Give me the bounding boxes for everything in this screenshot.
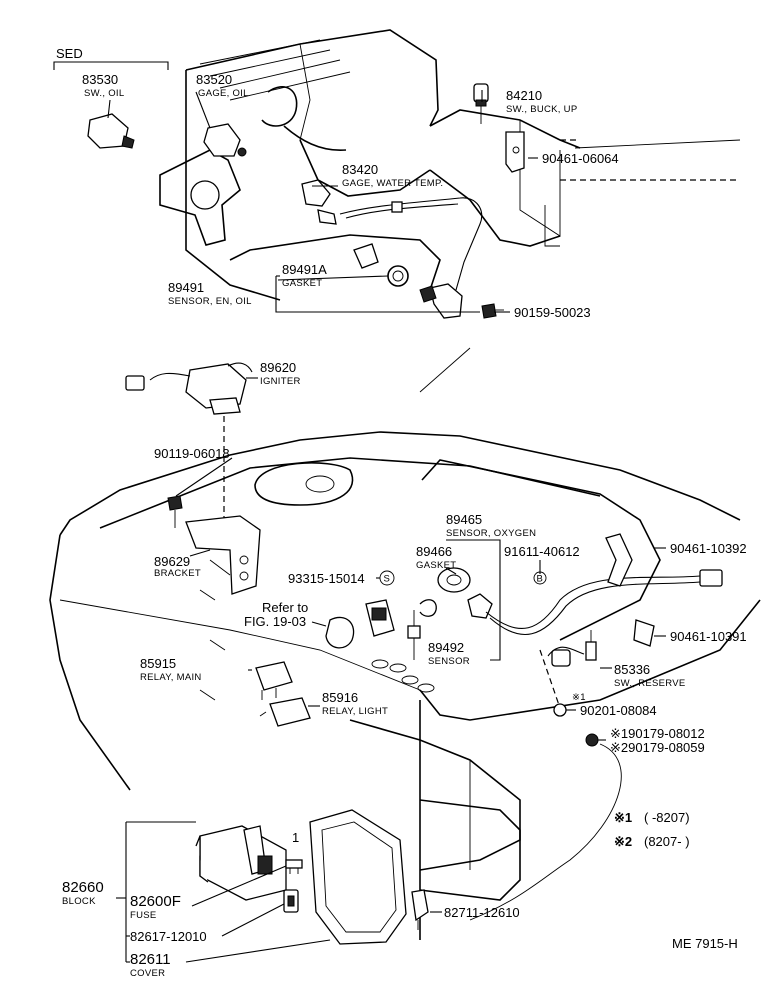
label-89629-number: 89629 [154, 554, 190, 569]
label-82600F-desc: FUSE [130, 910, 157, 921]
label-82617-12010: 82617-12010 [130, 929, 207, 944]
label-83420-number: 83420 [342, 162, 378, 177]
marker-s: S [384, 574, 391, 585]
note1-mark: ※1 [614, 810, 632, 825]
oil-sensor-harness [339, 197, 483, 291]
sed-label: SED [56, 46, 83, 61]
label-89466-number: 89466 [416, 544, 452, 559]
clamp-icon [505, 131, 525, 173]
label-90159-50023: 90159-50023 [514, 305, 591, 320]
engine-illustration [159, 29, 741, 301]
refer-line1: Refer to [262, 600, 308, 615]
refer-line2: FIG. 19-03 [244, 614, 306, 629]
cover-icon [309, 809, 407, 945]
label-89465-desc: SENSOR, OXYGEN [446, 528, 536, 539]
label-84210-desc: SW., BUCK, UP [506, 104, 577, 115]
labels: SED 83530 SW., OIL 83520 GAGE, OIL 84210… [56, 46, 747, 979]
label-85336-number: 85336 [614, 662, 650, 677]
label-90119-06018: 90119-06018 [154, 446, 230, 461]
label-89491A-number: 89491A [282, 262, 327, 277]
label-89492-number: 89492 [428, 640, 464, 655]
label-85336-desc: SW., RESERVE [614, 678, 686, 689]
main-relay-icon [255, 661, 293, 700]
label-89491-desc: SENSOR, EN, OIL [168, 296, 252, 307]
marker-b: B [537, 574, 544, 585]
label-83520-desc: GAGE, OIL [198, 88, 249, 99]
label-89620-desc: IGNITER [260, 376, 301, 387]
fuse-icon [285, 859, 303, 874]
label-85915-number: 85915 [140, 656, 176, 671]
light-relay-icon [259, 697, 311, 727]
label-85916-number: 85916 [322, 690, 358, 705]
label-90461-10392: 90461-10392 [670, 541, 747, 556]
label-89629-desc: BRACKET [154, 568, 201, 579]
oil-gage-icon [203, 123, 247, 157]
backup-switch-icon [473, 83, 489, 124]
label-90179-08059: ※290179-08059 [610, 740, 705, 755]
label-89465-number: 89465 [446, 512, 482, 527]
label-82611-number: 82611 [130, 951, 171, 968]
label-82600F-number: 82600F [130, 893, 181, 910]
label-83420-desc: GAGE, WATER TEMP. [342, 178, 443, 189]
relay-block-icon [195, 825, 287, 901]
note1-text: ( -8207) [644, 810, 690, 825]
leader-lines [53, 61, 666, 963]
label-89491-number: 89491 [168, 280, 204, 295]
label-83530-number: 83530 [82, 72, 118, 87]
label-91611-40612: 91611-40612 [504, 544, 580, 559]
igniter-icon [125, 362, 253, 415]
label-85915-desc: RELAY, MAIN [140, 672, 202, 683]
note2-mark: ※2 [614, 834, 632, 849]
oxygen-sensor-icon [437, 567, 723, 635]
small-sensor-icon [407, 599, 437, 660]
label-83520-number: 83520 [196, 72, 232, 87]
fuse-holder-icon [283, 889, 299, 913]
label-89620-number: 89620 [260, 360, 296, 375]
marker-one: 1 [292, 830, 299, 845]
label-84210-number: 84210 [506, 88, 542, 103]
figure-code: ME 7915-H [672, 936, 738, 951]
label-89492-desc: SENSOR [428, 656, 470, 667]
reserve-switch-icon [547, 630, 597, 667]
grommets [371, 659, 435, 693]
label-85916-desc: RELAY, LIGHT [322, 706, 388, 717]
vehicle-body-illustration [49, 347, 761, 940]
label-82660-desc: BLOCK [62, 896, 96, 907]
screw-icon [167, 495, 183, 528]
oil-switch-icon [87, 113, 135, 149]
label-83530-desc: SW., OIL [84, 88, 124, 99]
note2-text: (8207- ) [644, 834, 690, 849]
label-82660-number: 82660 [62, 879, 104, 896]
bracket-icon [185, 515, 261, 595]
label-90201-08084: 90201-08084 [580, 703, 657, 718]
connector-icon [325, 599, 395, 649]
label-89491A-desc: GASKET [282, 278, 322, 289]
label-82711-12610: 82711-12610 [444, 905, 520, 920]
label-90461-10391: 90461-10391 [670, 629, 747, 644]
label-90461-06064: 90461-06064 [542, 151, 619, 166]
gasket-ring-icon [387, 265, 409, 287]
clip-icon [605, 533, 655, 647]
clamp-82711-icon [411, 889, 429, 930]
label-82611-desc: COVER [130, 968, 165, 979]
label-93315-15014: 93315-15014 [288, 571, 365, 586]
label-89466-desc: GASKET [416, 560, 456, 571]
bolt-icon [481, 303, 504, 319]
oil-sensor-icon [419, 283, 463, 319]
marker-star1: ※1 [572, 692, 586, 703]
label-90179-08012: ※190179-08012 [610, 726, 705, 741]
